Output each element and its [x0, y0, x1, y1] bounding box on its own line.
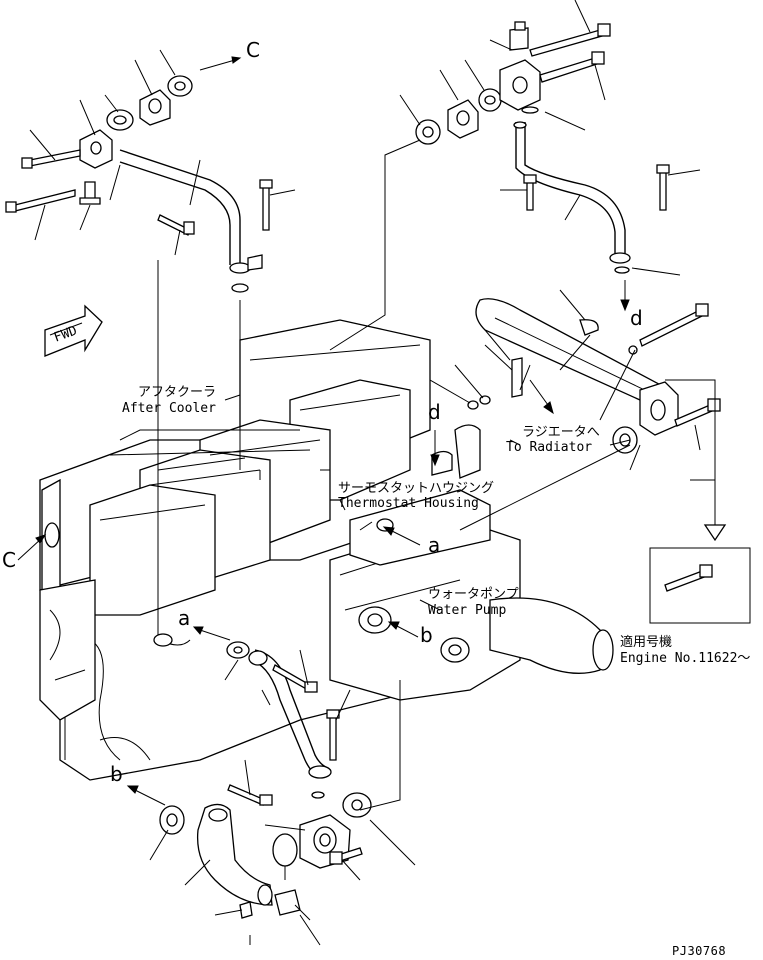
water-pump-label-en: Water Pump — [428, 603, 507, 618]
ref-c-left: C — [2, 548, 16, 572]
reference-arrows — [17, 430, 440, 638]
applicable-engine-label-jp: 適用号機 — [620, 635, 673, 650]
engine-block — [39, 319, 614, 781]
fwd-arrow-icon — [44, 304, 103, 357]
after-cooler-label-en: After Cooler — [122, 401, 216, 416]
upper-left-pipe-assembly — [5, 49, 296, 274]
thermostat-housing-label-en: Thermostat Housing — [338, 496, 479, 511]
ref-c-top: C — [246, 38, 260, 62]
water-pump-label-jp: ウォータポンプ — [428, 587, 519, 602]
drawing-number: PJ30768 — [672, 944, 727, 958]
ref-b-left: b — [110, 762, 123, 786]
center-lower-pipe — [153, 260, 351, 779]
after-cooler-label-jp: アフタクーラ — [138, 385, 217, 400]
upper-center-elbow — [329, 59, 502, 351]
radiator-tube — [429, 289, 751, 624]
engine-number-label: Engine No.11622～ — [620, 651, 751, 666]
ref-d-right: d — [630, 306, 643, 330]
ref-d-center: d — [428, 400, 441, 424]
to-radiator-label-jp: ラジエータへ — [522, 425, 600, 440]
ref-a-center: a — [428, 533, 441, 557]
upper-right-assembly — [489, 0, 701, 312]
to-radiator-label-en: To Radiator — [506, 440, 593, 455]
ref-b-center: b — [420, 623, 433, 647]
ref-a-left: a — [178, 606, 191, 630]
lower-elbow-assembly — [126, 680, 416, 946]
thermostat-housing-label-jp: サーモスタットハウジング — [338, 481, 495, 496]
